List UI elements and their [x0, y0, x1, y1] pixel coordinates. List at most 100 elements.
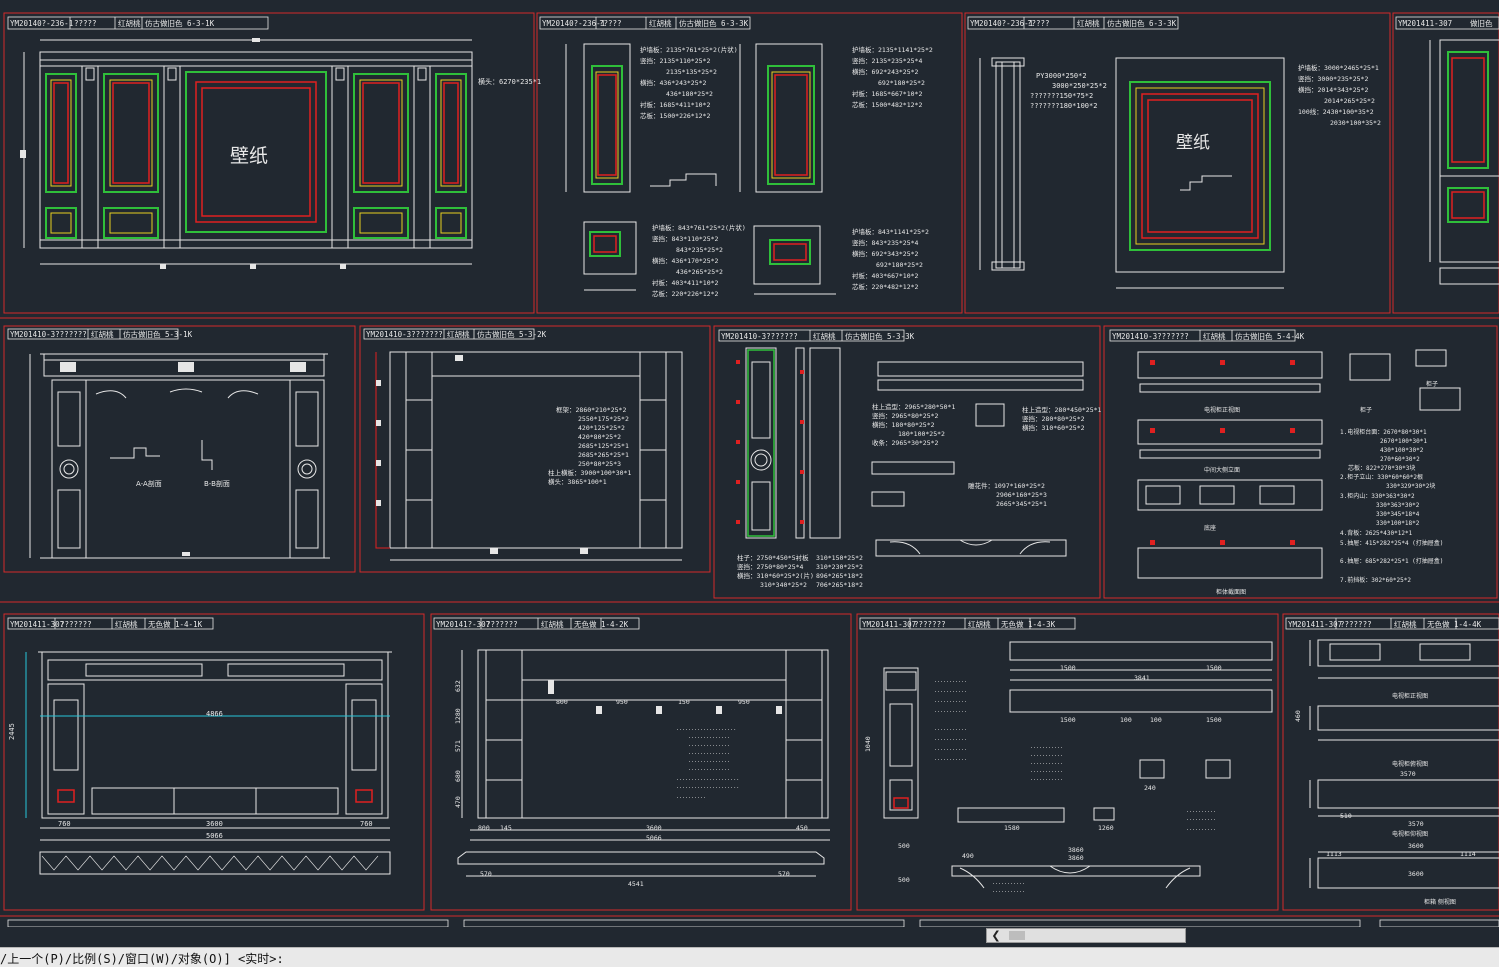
sheet-9-finish: 无色做 1-4-1K	[148, 619, 203, 629]
svg-text:横挡：436*243*25*2: 横挡：436*243*25*2	[640, 78, 707, 87]
svg-text:2135*135*25*2: 2135*135*25*2	[666, 68, 717, 76]
command-prompt-text: /上一个(P)/比例(S)/窗口(W)/对象(O)] <实时>:	[0, 952, 284, 966]
sheet-5-wood: 红胡桃	[91, 329, 114, 339]
svg-text:450: 450	[796, 824, 808, 832]
svg-text:框架：2860*210*25*2: 框架：2860*210*25*2	[556, 405, 626, 414]
svg-text:436*265*25*2: 436*265*25*2	[676, 268, 723, 276]
command-line[interactable]: /上一个(P)/比例(S)/窗口(W)/对象(O)] <实时>:	[0, 947, 1499, 967]
panel-f-frame-structure[interactable]: 框架：2860*210*25*22550*175*25*2420*125*25*…	[375, 351, 683, 561]
wallpaper-label-c: 壁纸	[1176, 133, 1210, 153]
sheet-8-wood: 红胡桃	[1203, 331, 1226, 341]
svg-text:3600: 3600	[646, 824, 662, 832]
panel-g-pillar-parts[interactable]: 柱子：2750*450*5衬板竖挡：2750*80*25*4横挡：310*60*…	[736, 347, 1102, 589]
notes-j-small: ........................................…	[676, 726, 739, 800]
panel-e-fireplace-elevation[interactable]: A-A剖面 B-B剖面	[29, 353, 330, 559]
svg-text:...........: ...........	[934, 698, 967, 704]
svg-text:1500: 1500	[1206, 664, 1222, 672]
svg-text:..............: ..............	[688, 766, 730, 772]
svg-text:竖挡：2135*110*25*2: 竖挡：2135*110*25*2	[640, 56, 710, 65]
panel-c-column-detail[interactable]: 壁纸 PY3000*250*23000*250*25*2???????150*7…	[979, 57, 1381, 289]
svg-text:柱上横板：3900*100*30*1: 柱上横板：3900*100*30*1	[548, 468, 631, 477]
notes-h: 1.电视柜台面：2670*80*30*12670*100*30*1430*100…	[1340, 428, 1443, 584]
svg-text:横挡：692*243*25*2: 横挡：692*243*25*2	[852, 67, 919, 76]
title-blocks: YM20140?-236-1 ????? 红胡桃 仿古做旧色 6-3-1K YM…	[7, 16, 1499, 630]
svg-text:横挡：310*60*25*2: 横挡：310*60*25*2	[1022, 423, 1085, 432]
svg-text:护墙板：843*761*25*2(片状): 护墙板：843*761*25*2(片状)	[652, 223, 746, 232]
svg-text:...........: ...........	[1030, 744, 1063, 750]
svg-text:2665*345*25*1: 2665*345*25*1	[996, 500, 1047, 508]
svg-text:..............: ..............	[688, 750, 730, 756]
notes-c-col: PY3000*250*23000*250*25*2???????150*75*2…	[1030, 72, 1107, 110]
svg-text:310*340*25*2: 310*340*25*2	[760, 581, 807, 589]
svg-text:芯板：822*270*30*3块: 芯板：822*270*30*3块	[1348, 464, 1415, 472]
svg-text:3600: 3600	[206, 820, 223, 828]
head-spec-a: 横头：6270*235*1	[478, 77, 541, 86]
svg-text:2.柜子立山：330*60*60*2根: 2.柜子立山：330*60*60*2根	[1340, 473, 1423, 481]
notes-b-right: 护墙板：2135*1141*25*2竖挡：2135*235*25*4横挡：692…	[852, 45, 933, 109]
svg-text:4541: 4541	[628, 880, 644, 888]
svg-text:2670*100*30*1: 2670*100*30*1	[1380, 438, 1427, 445]
sheet-frames	[0, 12, 1499, 917]
cad-drawing-canvas[interactable]: YM20140?-236-1 ????? 红胡桃 仿古做旧色 6-3-1K YM…	[0, 0, 1499, 927]
sheet-12-chars: ???????	[1340, 620, 1372, 629]
panel-b-panel-details[interactable]: 护墙板：2135*761*25*2(片状) 竖挡：2135*110*25*2 213…	[565, 43, 933, 298]
svg-text:护墙板：2135*761*25*2(片状): 护墙板：2135*761*25*2(片状)	[640, 45, 738, 54]
svg-text:护墙板：3000*2465*25*1: 护墙板：3000*2465*25*1	[1298, 63, 1379, 72]
svg-text:760: 760	[58, 820, 71, 828]
panel-h-tv-cabinet[interactable]: 1.电视柜台面：2670*80*30*12670*100*30*1430*100…	[1137, 349, 1461, 596]
scroll-thumb[interactable]	[1009, 931, 1025, 940]
horizontal-scrollbar[interactable]: ❮	[986, 928, 1186, 943]
notes-b-left2: 护墙板：843*761*25*2(片状)竖挡：843*110*25*2843*2…	[652, 223, 746, 298]
svg-text:收条：2965*30*25*2: 收条：2965*30*25*2	[872, 438, 939, 447]
sheet-7-wood: 红胡桃	[813, 331, 836, 341]
sheet-12-finish: 无色做 1-4-4K	[1427, 619, 1482, 629]
svg-text:衬板：1685*411*10*2: 衬板：1685*411*10*2	[640, 100, 710, 109]
svg-text:420*80*25*2: 420*80*25*2	[578, 433, 621, 441]
wallpaper-label-a: 壁纸	[230, 145, 268, 167]
svg-text:竖挡：2965*80*25*2: 竖挡：2965*80*25*2	[872, 411, 939, 420]
sheet-3-code: YM20140?-236-1	[970, 19, 1033, 28]
sheet-1-wood: 红胡桃	[118, 18, 141, 28]
sheet-1-code: YM20140?-236-1	[10, 19, 73, 28]
panel-d-partial-cabinet[interactable]	[1429, 39, 1499, 285]
sheet-11-wood: 红胡桃	[968, 619, 991, 629]
chevron-left-icon[interactable]: ❮	[991, 929, 1001, 942]
svg-text:...........: ...........	[992, 888, 1025, 894]
svg-text:衬板：1685*667*10*2: 衬板：1685*667*10*2	[852, 89, 922, 98]
svg-text:570: 570	[778, 870, 790, 878]
notes-g-mid: 310*150*25*2310*230*25*2896*265*18*2706*…	[816, 554, 863, 589]
sheet-10-code: YM20141?-307	[436, 620, 490, 629]
svg-text:竖挡：3000*235*25*2: 竖挡：3000*235*25*2	[1298, 74, 1368, 83]
svg-text:5.抽屉：415*282*25*4 (打抽屉盒): 5.抽屉：415*282*25*4 (打抽屉盒)	[1340, 539, 1443, 547]
panel-a-wall-elevation[interactable]: 壁纸 横头：6270*235*1	[20, 38, 541, 269]
svg-text:横挡：180*80*25*2: 横挡：180*80*25*2	[872, 420, 935, 429]
sheet-12-code: YM201411-307	[1288, 620, 1342, 629]
sheet-5-code: YM201410-3???????	[10, 330, 87, 339]
svg-text:PY3000*250*2: PY3000*250*2	[1036, 72, 1087, 80]
svg-text:510: 510	[1340, 812, 1352, 820]
sheet-12-wood: 红胡桃	[1394, 619, 1417, 629]
svg-text:...........: ...........	[992, 880, 1025, 886]
svg-text:430*100*30*2: 430*100*30*2	[1380, 447, 1424, 454]
svg-text:电视柜正视图: 电视柜正视图	[1392, 692, 1428, 700]
svg-text:横挡：310*60*25*2(片): 横挡：310*60*25*2(片)	[737, 571, 814, 580]
svg-text:5066: 5066	[206, 832, 223, 840]
svg-text:...........: ...........	[934, 756, 967, 762]
svg-text:270*60*30*2: 270*60*30*2	[1380, 456, 1420, 463]
svg-text:330*345*18*4: 330*345*18*4	[1376, 511, 1420, 518]
svg-text:底座: 底座	[1204, 524, 1216, 532]
notes-g-flower: 雕花件：1097*160*25*22906*160*25*32665*345*2…	[968, 481, 1047, 508]
svg-text:570: 570	[480, 870, 492, 878]
notes-c-right: 护墙板：3000*2465*25*1竖挡：3000*235*25*2横挡：201…	[1298, 63, 1381, 127]
svg-text:800: 800	[478, 824, 490, 832]
svg-text:1500: 1500	[1060, 716, 1076, 724]
svg-text:..........: ..........	[676, 794, 706, 800]
cad-model-space[interactable]: YM20140?-236-1 ????? 红胡桃 仿古做旧色 6-3-1K YM…	[0, 0, 1499, 927]
notes-b-left: 护墙板：2135*761*25*2(片状) 竖挡：2135*110*25*2 213…	[640, 45, 738, 120]
